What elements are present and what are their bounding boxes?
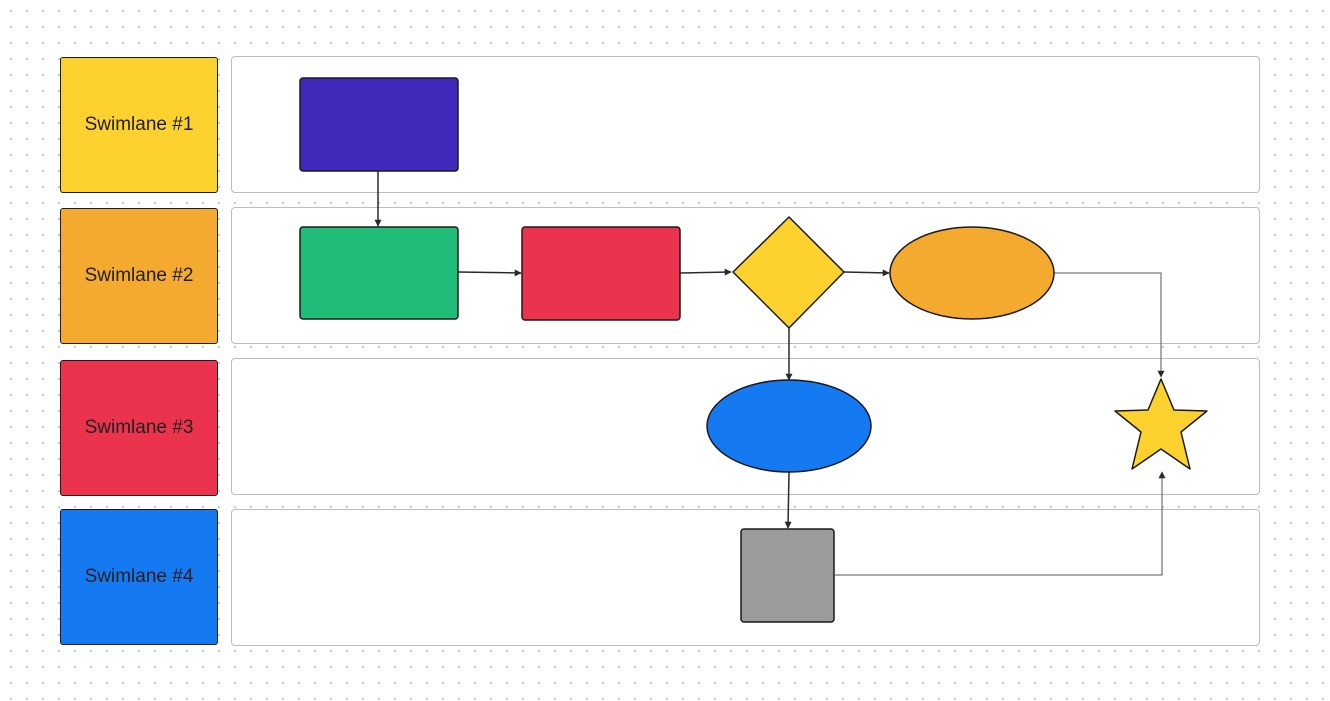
lane-1-label-text: Swimlane #1 — [84, 114, 194, 135]
connector-diamond-to-orange[interactable] — [843, 269, 890, 277]
lane-4-label-text: Swimlane #4 — [84, 566, 194, 587]
red-process-box[interactable] — [521, 226, 681, 321]
lane-3-body[interactable] — [231, 358, 1260, 495]
orange-ellipse[interactable] — [889, 226, 1055, 320]
lane-1-label[interactable]: Swimlane #1 — [60, 57, 218, 193]
lane-4-label[interactable]: Swimlane #4 — [60, 509, 218, 645]
lane-3-label-text: Swimlane #3 — [84, 417, 194, 438]
connector-orange-to-star[interactable] — [1054, 272, 1165, 378]
yellow-star[interactable] — [1114, 378, 1208, 470]
connector-green-to-red[interactable] — [457, 269, 522, 277]
blue-ellipse[interactable] — [706, 379, 872, 473]
lane-2-label-text: Swimlane #2 — [84, 265, 194, 286]
connector-gray-to-star[interactable] — [835, 471, 1166, 576]
indigo-process-box[interactable] — [299, 77, 459, 172]
connector-blue-to-gray[interactable] — [784, 471, 792, 529]
lane-2-label[interactable]: Swimlane #2 — [60, 208, 218, 344]
gray-square[interactable] — [740, 528, 835, 623]
yellow-decision-diamond[interactable] — [732, 216, 845, 329]
green-process-box[interactable] — [299, 226, 459, 320]
connector-red-to-diamond[interactable] — [679, 268, 732, 276]
lane-3-label[interactable]: Swimlane #3 — [60, 360, 218, 496]
